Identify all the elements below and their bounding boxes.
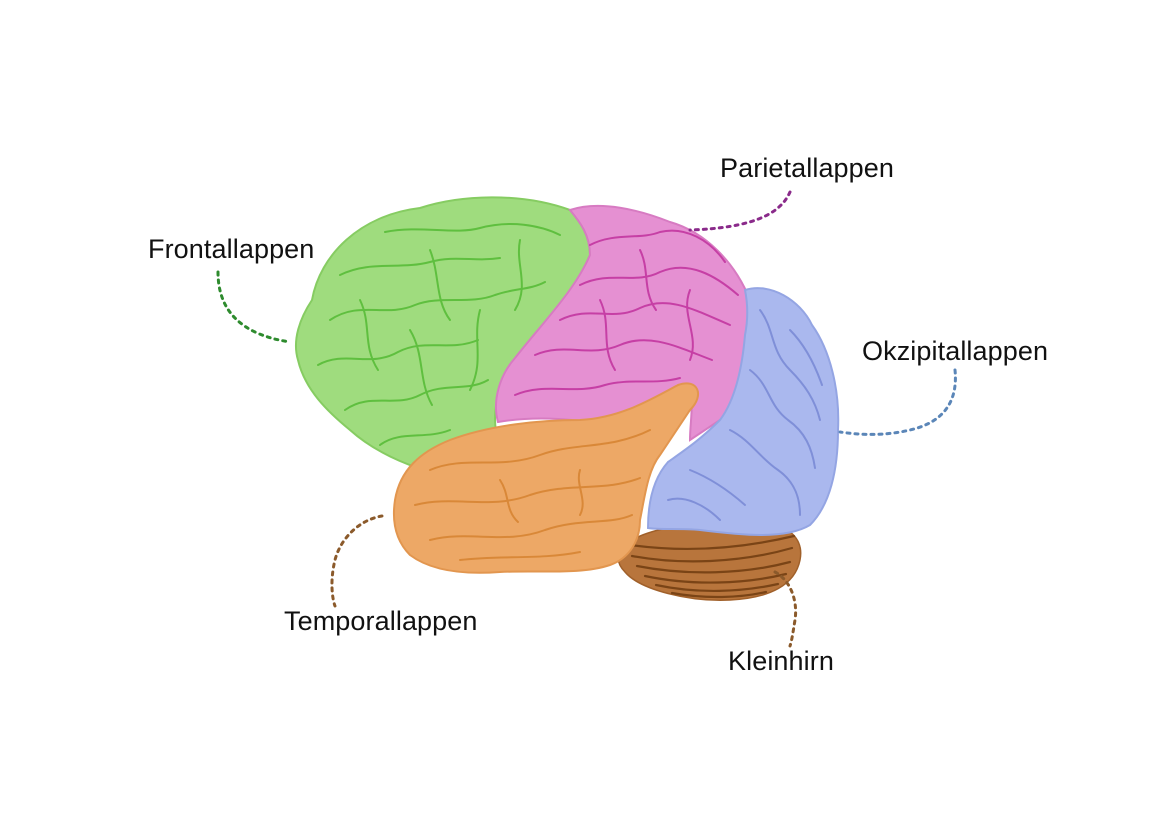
leader-line-occipital (838, 368, 957, 436)
leader-line-parietal (688, 190, 792, 232)
frontal-lobe-label: Frontallappen (148, 234, 315, 264)
cerebellum-label: Kleinhirn (728, 646, 834, 676)
temporal-lobe-shape (392, 382, 700, 574)
leader-lines (216, 190, 957, 648)
cerebellum-folds (628, 534, 796, 599)
leader-line-cerebellum (773, 570, 798, 648)
temporal-lobe-region (392, 382, 700, 574)
leader-line-frontal (216, 270, 292, 344)
frontal-gyri (317, 223, 561, 446)
leader-line-temporal (330, 514, 384, 608)
parietal-lobe-label: Parietallappen (720, 153, 895, 183)
occipital-lobe-region (646, 287, 840, 536)
parietal-gyri (514, 229, 739, 396)
temporal-gyri (414, 429, 651, 561)
frontal-lobe-region (294, 196, 592, 470)
occipital-lobe-label: Okzipitallappen (862, 336, 1049, 366)
parietal-lobe-region (494, 204, 752, 442)
temporal-lobe-label: Temporallappen (284, 606, 478, 636)
occipital-gyri (667, 309, 823, 521)
